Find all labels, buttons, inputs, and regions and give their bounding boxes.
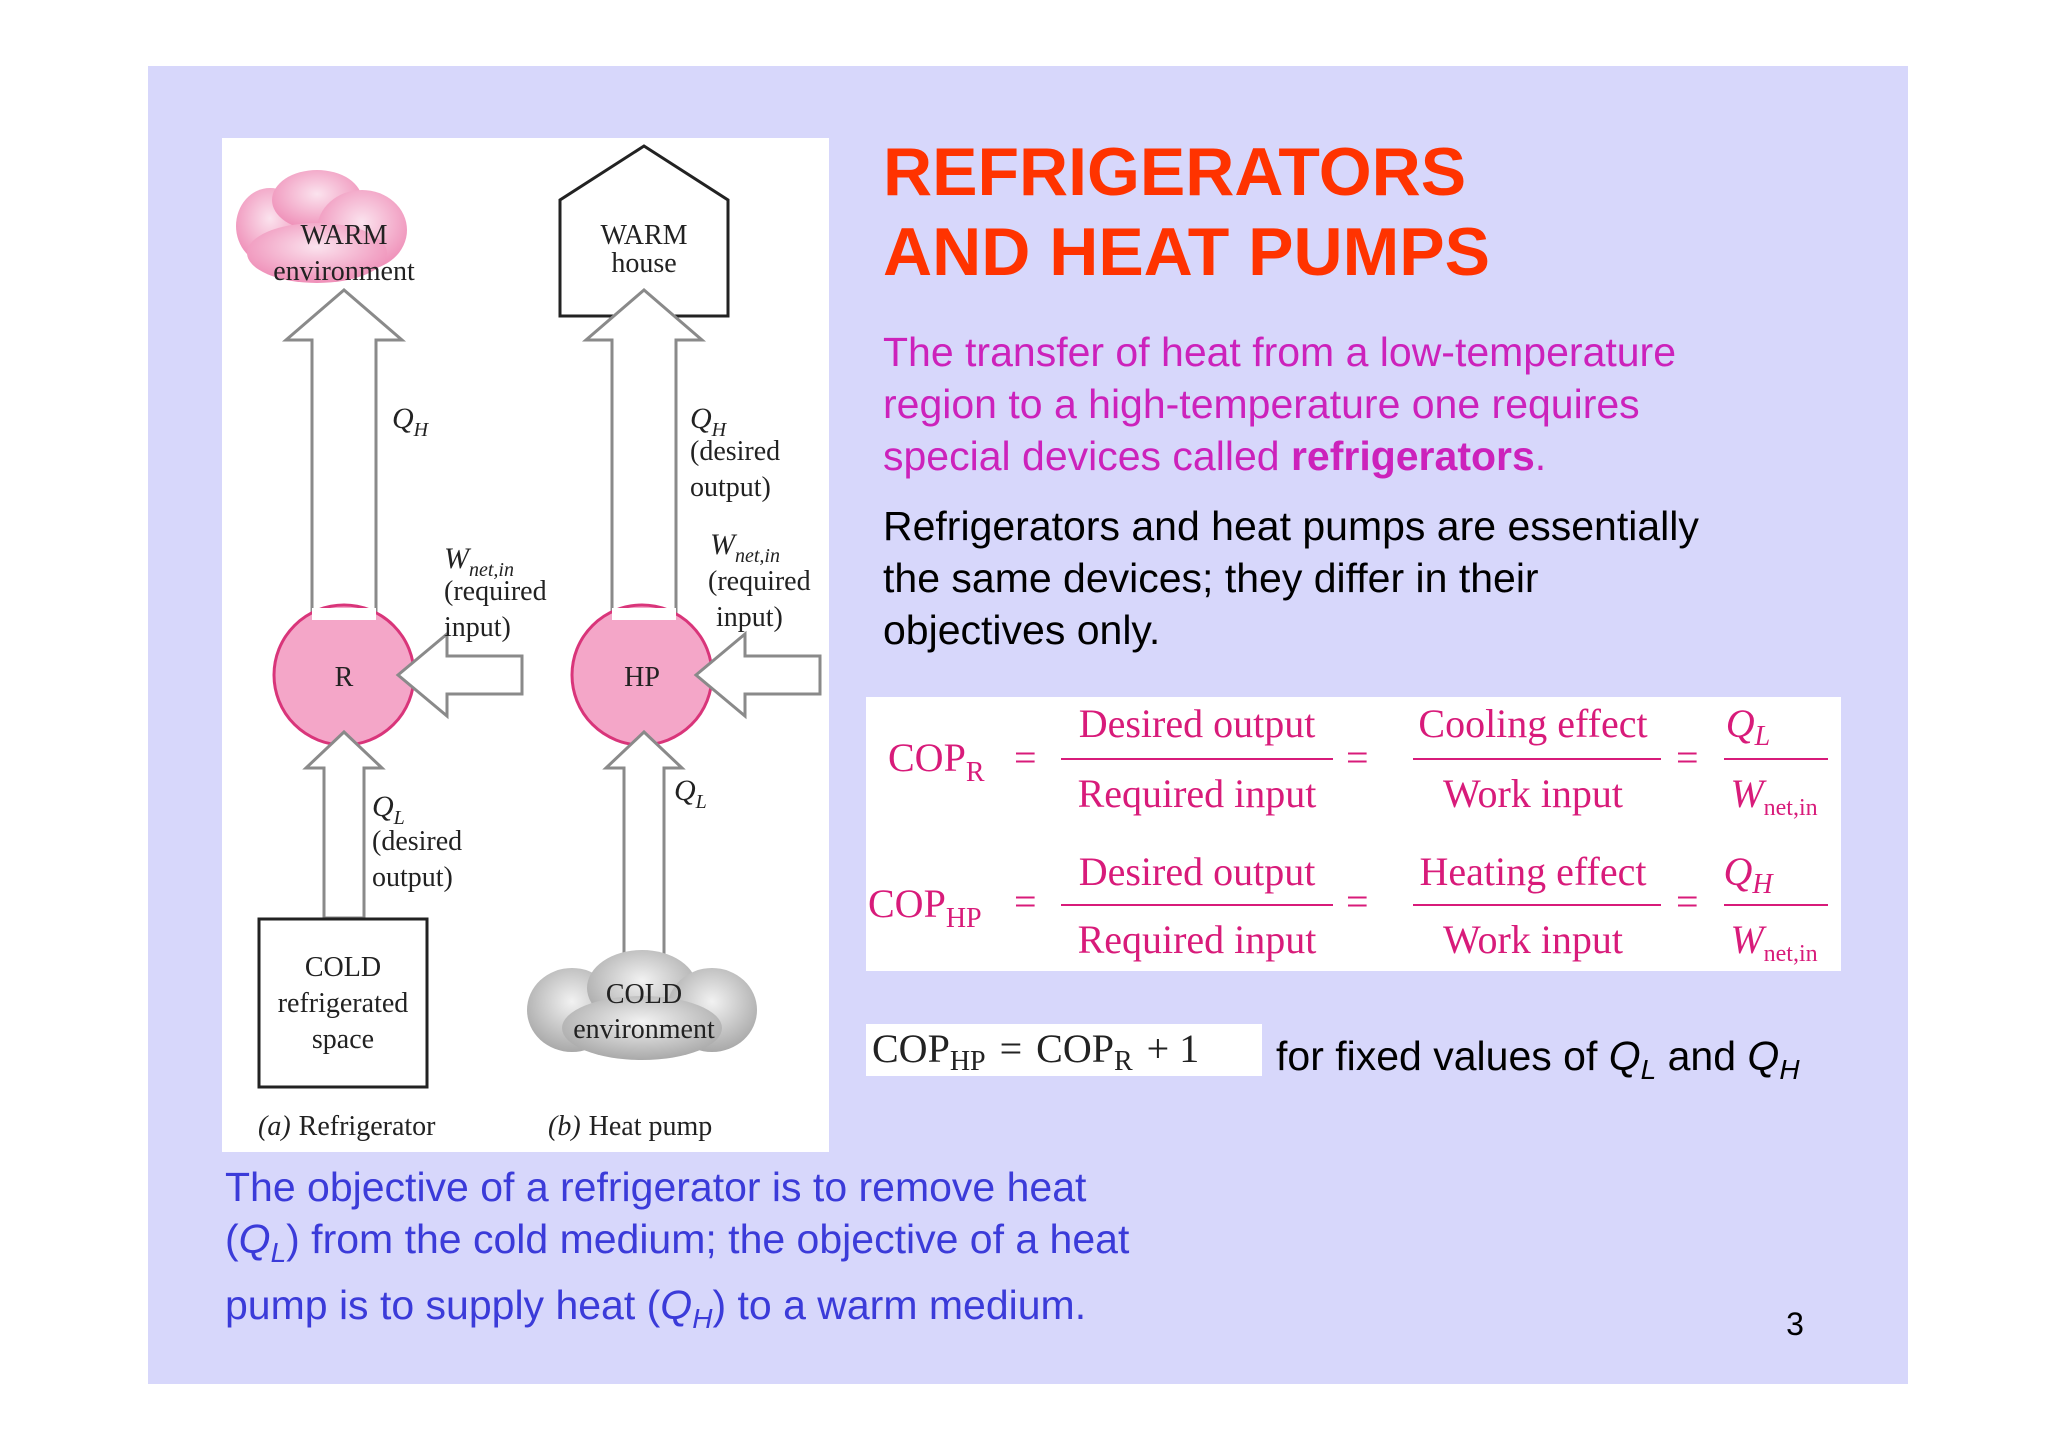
objective-paragraph: The objective of a refrigerator is to re… bbox=[225, 1161, 1225, 1345]
cop-r-f2-num: Cooling effect bbox=[1418, 701, 1647, 746]
cop-hp-f3-num: QH bbox=[1723, 849, 1774, 900]
ref-device-label: R bbox=[335, 662, 354, 693]
hp-work-arrow bbox=[693, 630, 822, 720]
title-line-1: REFRIGERATORS bbox=[883, 134, 1467, 210]
hp-w-label: Wnet,in bbox=[710, 528, 780, 567]
relation-qh: QH bbox=[1747, 1033, 1800, 1086]
cop-hp-lhs: COPHP bbox=[868, 881, 982, 934]
ref-warm-label-1: WARM bbox=[300, 220, 387, 251]
cop-r-f1-den: Required input bbox=[1078, 771, 1317, 816]
intro-paragraph: The transfer of heat from a low-temperat… bbox=[883, 326, 1883, 482]
cop-hp-f3-den: Wnet,in bbox=[1730, 917, 1817, 967]
ref-ql-label: QL bbox=[372, 790, 405, 829]
cop-relation-box: COPHP=COPR+ 1 bbox=[866, 1024, 1262, 1076]
cop-r-eq-1: = bbox=[1014, 735, 1037, 780]
relation-ql: QL bbox=[1608, 1033, 1657, 1086]
refrigerator-heatpump-figure: WARM environment QH R Wnet,in (required … bbox=[222, 138, 829, 1152]
cop-hp-f2-den: Work input bbox=[1443, 917, 1623, 962]
ref-w-label: Wnet,in bbox=[444, 542, 514, 581]
cop-hp-f2-num: Heating effect bbox=[1420, 849, 1647, 894]
hp-qh-note-2: output) bbox=[690, 472, 771, 503]
cop-r-eq-2: = bbox=[1346, 735, 1369, 780]
hp-device-label: HP bbox=[624, 662, 660, 693]
ref-qh-arrow bbox=[281, 288, 407, 622]
cop-hp-f1-num: Desired output bbox=[1079, 849, 1316, 894]
cop-relation-equation: COPHP=COPR+ 1 bbox=[872, 1026, 1199, 1076]
ref-warm-label-2: environment bbox=[273, 256, 415, 287]
hp-qh-note-1: (desired bbox=[690, 436, 780, 467]
ref-cold-label-3: space bbox=[312, 1024, 374, 1055]
intro-line-2: region to a high-temperature one require… bbox=[883, 381, 1640, 427]
cop-formulas-svg: COPR = Desired output Required input = C… bbox=[868, 701, 1828, 967]
hp-qh-arrow bbox=[581, 288, 707, 622]
cop-r-eq-3: = bbox=[1676, 735, 1699, 780]
cop-r-f1-num: Desired output bbox=[1079, 701, 1316, 746]
ref-ql-arrow bbox=[302, 729, 386, 920]
ref-qh-label: QH bbox=[392, 402, 430, 441]
hp-ql-label: QL bbox=[674, 774, 707, 813]
page-title: REFRIGERATORS AND HEAT PUMPS bbox=[883, 132, 1883, 292]
cop-r-f2-den: Work input bbox=[1443, 771, 1623, 816]
cop-formulas-box: COPR = Desired output Required input = C… bbox=[866, 697, 1841, 971]
warm-house-shape bbox=[558, 144, 730, 318]
figure-svg: WARM environment QH R Wnet,in (required … bbox=[236, 144, 822, 1142]
cop-relation-note: for fixed values of QL and QH bbox=[1276, 1030, 1896, 1096]
hp-ql-arrow bbox=[602, 729, 686, 970]
page-number: 3 bbox=[1786, 1306, 1804, 1342]
intro-line-3-suffix: . bbox=[1534, 433, 1547, 479]
objective-line-3: pump is to supply heat (QH) to a warm me… bbox=[225, 1282, 1087, 1335]
cop-hp-eq-2: = bbox=[1346, 879, 1369, 924]
relation-note-prefix: for fixed values of bbox=[1276, 1033, 1609, 1079]
hp-warm-label-1: WARM bbox=[600, 220, 687, 251]
ref-cold-label-2: refrigerated bbox=[278, 988, 409, 1019]
hp-cold-label-1: COLD bbox=[606, 979, 682, 1010]
cop-hp-f1-den: Required input bbox=[1078, 917, 1317, 962]
ref-w-note-2: input) bbox=[444, 612, 511, 643]
cold-refrigerated-space-box bbox=[257, 917, 429, 1089]
essence-paragraph: Refrigerators and heat pumps are essenti… bbox=[883, 500, 1883, 656]
intro-line-1: The transfer of heat from a low-temperat… bbox=[883, 329, 1677, 375]
ref-caption: (a)Refrigerator bbox=[258, 1111, 436, 1142]
cop-r-lhs: COPR bbox=[888, 735, 985, 788]
cop-relation-svg: COPHP=COPR+ 1 bbox=[872, 1026, 1199, 1076]
intro-line-3-prefix: special devices called bbox=[883, 433, 1291, 479]
cold-environment-cloud bbox=[527, 950, 757, 1060]
cop-hp-eq-3: = bbox=[1676, 879, 1699, 924]
hp-w-note-1: (required bbox=[708, 566, 811, 597]
intro-line-3: special devices called refrigerators. bbox=[883, 430, 1883, 482]
cop-r-f3-num: QL bbox=[1726, 701, 1770, 752]
essence-line-2: the same devices; they differ in their bbox=[883, 555, 1539, 601]
essence-line-3: objectives only. bbox=[883, 607, 1161, 653]
ref-ql-note-2: output) bbox=[372, 862, 453, 893]
hp-w-note-2: input) bbox=[716, 602, 783, 633]
ref-cold-label-1: COLD bbox=[305, 952, 381, 983]
cop-r-f3-den: Wnet,in bbox=[1730, 771, 1817, 821]
hp-cold-label-2: environment bbox=[573, 1014, 715, 1045]
hp-caption: (b)Heat pump bbox=[548, 1111, 712, 1142]
objective-line-1: The objective of a refrigerator is to re… bbox=[225, 1164, 1087, 1210]
essence-line-1: Refrigerators and heat pumps are essenti… bbox=[883, 503, 1699, 549]
warm-environment-cloud bbox=[236, 170, 407, 283]
intro-bold-term: refrigerators bbox=[1290, 433, 1535, 479]
ref-w-note-1: (required bbox=[444, 576, 547, 607]
relation-and: and bbox=[1656, 1033, 1748, 1079]
ref-work-arrow bbox=[395, 630, 524, 720]
cop-hp-eq-1: = bbox=[1014, 879, 1037, 924]
title-line-2: AND HEAT PUMPS bbox=[883, 214, 1490, 290]
ref-ql-note-1: (desired bbox=[372, 826, 462, 857]
objective-line-2: (QL) from the cold medium; the objective… bbox=[225, 1216, 1130, 1269]
hp-qh-label: QH bbox=[690, 402, 728, 441]
hp-warm-label-2: house bbox=[611, 248, 676, 279]
